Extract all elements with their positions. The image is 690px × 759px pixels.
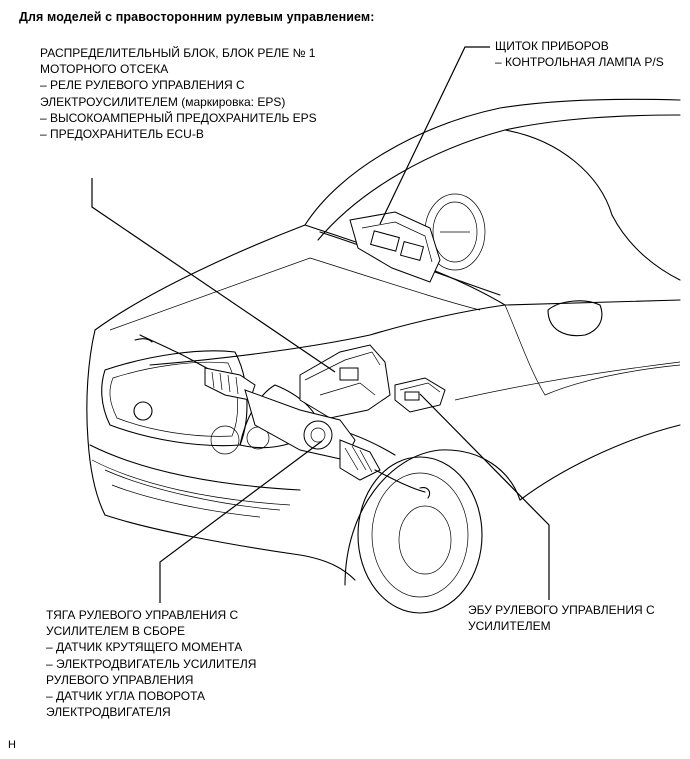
ecu-leader-line [419, 393, 550, 600]
relay-block-line: МОТОРНОГО ОТСЕКА [40, 62, 169, 77]
steering-rack-line: РУЛЕВОГО УПРАВЛЕНИЯ [46, 672, 194, 687]
steering-rack-line: – ДАТЧИК КРУТЯЩЕГО МОМЕНТА [46, 640, 243, 655]
relay-block-line: – ПРЕДОХРАНИТЕЛЬ ECU-B [40, 127, 204, 142]
steering-rack-line: – ЭЛЕКТРОДВИГАТЕЛЬ УСИЛИТЕЛЯ [46, 656, 257, 671]
steering-rack-line: ЭЛЕКТРОДВИГАТЕЛЯ [46, 705, 171, 720]
steering-rack-part [134, 334, 431, 499]
steering-rack-line: УСИЛИТЕЛЕМ В СБОРЕ [46, 624, 186, 639]
rack-leader-line [159, 440, 323, 603]
relay-block-line: – РЕЛЕ РУЛЕВОГО УПРАВЛЕНИЯ С [40, 78, 245, 93]
power-steering-ecu-label: ЭБУ РУЛЕВОГО УПРАВЛЕНИЯ С УСИЛИТЕЛЕМ [468, 602, 655, 634]
relay-block-line: – ВЫСОКОАМПЕРНЫЙ ПРЕДОХРАНИТЕЛЬ EPS [40, 110, 317, 125]
diagram-title: Для моделей с правосторонним рулевым упр… [19, 10, 375, 24]
steering-rack-line: ТЯГА РУЛЕВОГО УПРАВЛЕНИЯ С [46, 608, 239, 622]
panel-leader-line [379, 46, 490, 225]
relay-block-part [299, 344, 391, 419]
steering-rack-line: – ДАТЧИК УГЛА ПОВОРОТА [46, 689, 206, 704]
instrument-panel-part [349, 211, 441, 283]
power-steering-ecu-line: УСИЛИТЕЛЕМ [468, 619, 551, 634]
power-steering-ecu-part [394, 377, 446, 413]
instrument-panel-line: ЩИТОК ПРИБОРОВ [495, 39, 609, 53]
power-steering-ecu-line: ЭБУ РУЛЕВОГО УПРАВЛЕНИЯ С [468, 603, 655, 617]
leader-lines [91, 46, 550, 603]
instrument-panel-label: ЩИТОК ПРИБОРОВ – КОНТРОЛЬНАЯ ЛАМПА P/S [495, 38, 664, 70]
corner-mark: H [8, 739, 16, 751]
car-body [86, 98, 681, 614]
relay-block-line: ЭЛЕКТРОУСИЛИТЕЛЕМ (маркировка: EPS) [40, 94, 286, 109]
steering-rack-label: ТЯГА РУЛЕВОГО УПРАВЛЕНИЯ С УСИЛИТЕЛЕМ В … [46, 607, 256, 720]
instrument-panel-line: – КОНТРОЛЬНАЯ ЛАМПА P/S [495, 55, 664, 70]
relay-block-line: РАСПРЕДЕЛИТЕЛЬНЫЙ БЛОК, БЛОК РЕЛЕ № 1 [40, 46, 316, 60]
relay-block-label: РАСПРЕДЕЛИТЕЛЬНЫЙ БЛОК, БЛОК РЕЛЕ № 1 МО… [40, 45, 317, 142]
relay-leader-line [91, 178, 336, 373]
